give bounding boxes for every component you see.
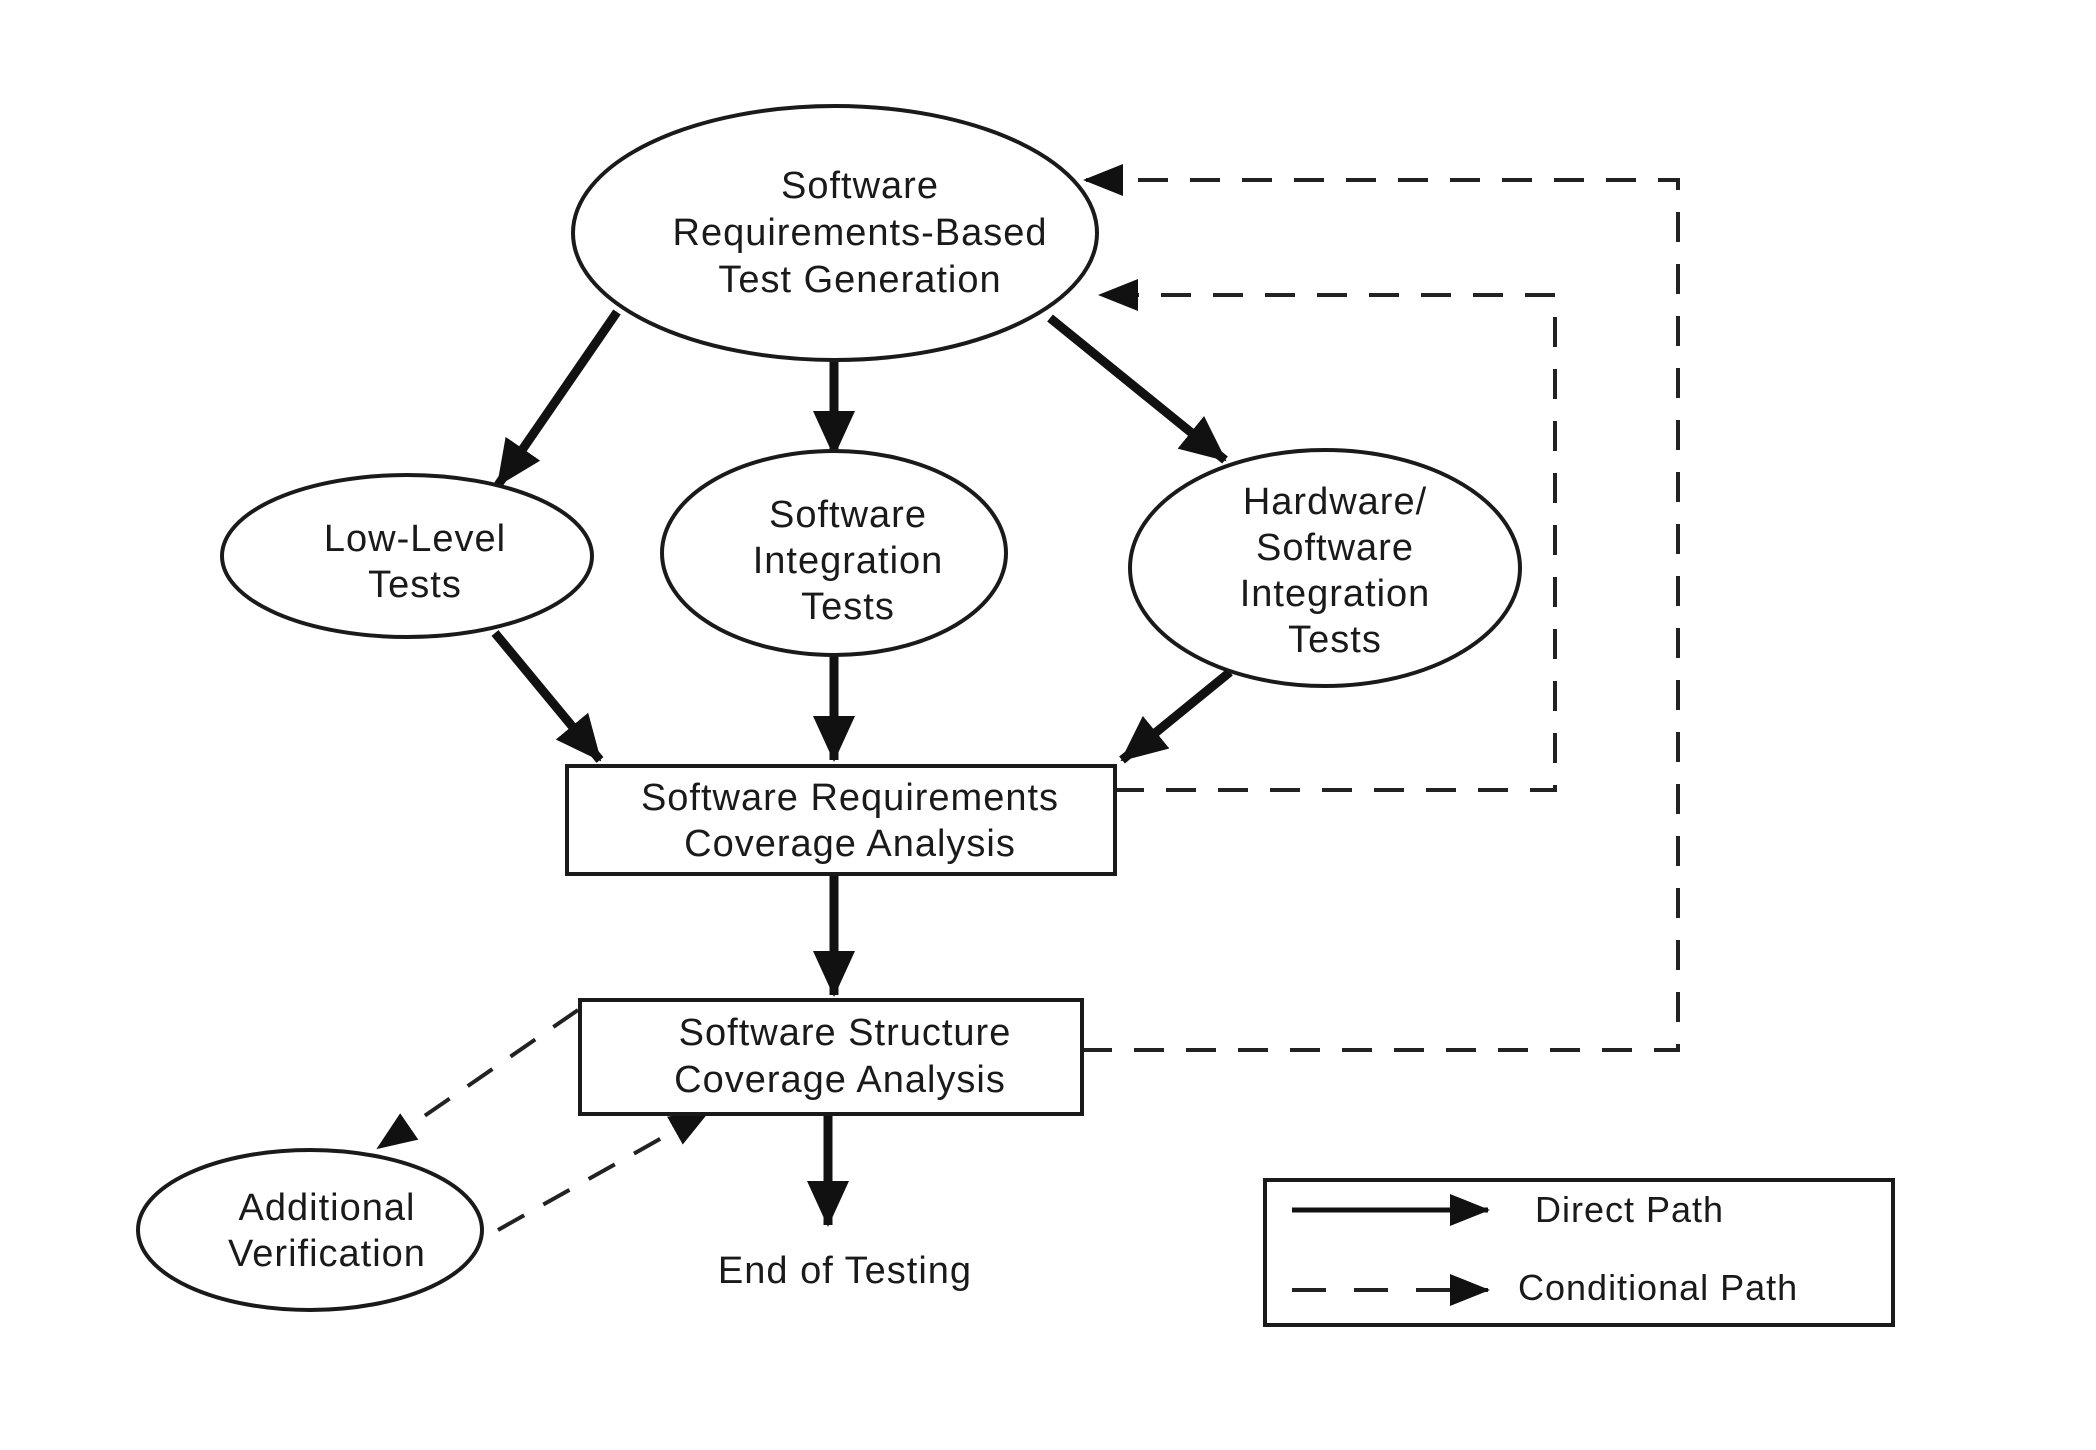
struct-cov-line-2: Coverage Analysis	[674, 1059, 1006, 1101]
legend-conditional-label: Conditional Path	[1518, 1267, 1798, 1308]
arrow-gen-to-lowlevel	[494, 309, 621, 488]
hwsw-line-1: Hardware/	[1243, 481, 1427, 523]
node-requirements-coverage-analysis: Software Requirements Coverage Analysis	[565, 764, 1117, 876]
node-low-level-tests: Low-Level Tests	[220, 473, 594, 639]
struct-cov-line-1: Software Structure	[679, 1012, 1012, 1054]
node-software-integration-tests: Software Integration Tests	[660, 449, 1008, 657]
req-test-gen-line-1: Software	[781, 165, 939, 207]
low-level-line-2: Tests	[368, 564, 462, 606]
additional-line-2: Verification	[228, 1233, 426, 1275]
legend-direct-label: Direct Path	[1535, 1189, 1724, 1230]
node-additional-verification: Additional Verification	[136, 1148, 484, 1312]
hwsw-line-3: Integration	[1240, 573, 1431, 615]
req-test-gen-line-2: Requirements-Based	[673, 212, 1048, 254]
sw-int-line-2: Integration	[753, 540, 944, 582]
end-of-testing-label: End of Testing	[718, 1250, 972, 1292]
arrow-gen-to-hwsw	[1047, 314, 1228, 464]
req-cov-line-1: Software Requirements	[641, 777, 1059, 819]
sw-int-line-3: Tests	[801, 586, 895, 628]
cond-reqcov-to-gen	[1098, 279, 1557, 792]
arrow-hwsw-to-reqcov	[1119, 668, 1233, 764]
node-requirements-based-test-generation: Software Requirements-Based Test Generat…	[571, 104, 1099, 362]
node-structure-coverage-analysis: Software Structure Coverage Analysis	[578, 998, 1084, 1116]
hwsw-line-4: Tests	[1288, 619, 1382, 661]
node-hardware-software-integration-tests: Hardware/ Software Integration Tests	[1128, 448, 1522, 688]
legend: Direct Path Conditional Path	[1263, 1178, 1895, 1327]
sw-int-line-1: Software	[769, 494, 927, 536]
cond-structcov-to-additional	[376, 1008, 580, 1150]
direct-paths	[491, 309, 1233, 1227]
additional-line-1: Additional	[239, 1187, 416, 1229]
cond-additional-to-structcov	[497, 1110, 710, 1232]
req-test-gen-line-3: Test Generation	[718, 259, 1001, 301]
arrow-lowlevel-to-reqcov	[491, 630, 604, 763]
hwsw-line-2: Software	[1256, 527, 1414, 569]
req-cov-line-2: Coverage Analysis	[684, 823, 1016, 865]
conditional-paths	[376, 164, 1680, 1232]
low-level-line-1: Low-Level	[324, 518, 506, 560]
